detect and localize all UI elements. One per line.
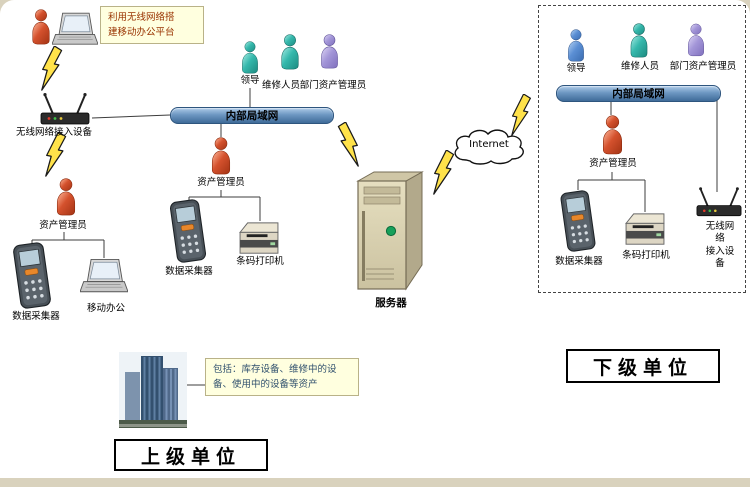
branch-wireless-router-label: 无线网络 接入设备 (705, 221, 735, 270)
hq-lan-bar: 内部局域网 (170, 107, 334, 124)
internet-label: Internet (469, 139, 509, 150)
branch-collector-label: 数据采集器 (555, 256, 603, 267)
branch-admin-label: 资产管理员 (589, 158, 637, 169)
hq-printer-label: 条码打印机 (236, 256, 284, 267)
branch-maintenance-icon (630, 23, 648, 58)
hq-field-admin-label: 资产管理员 (39, 220, 87, 231)
hq-maintenance-label: 维修人员 (261, 80, 301, 91)
branch-leader-label: 领导 (566, 63, 586, 74)
server-label: 服务器 (375, 297, 407, 309)
branch-maintenance-label: 维修人员 (620, 61, 660, 72)
hq-lan-admin-icon (211, 137, 231, 175)
hq-wireless-router-label: 无线网络接入设备 (15, 127, 93, 138)
hq-field-collector-label: 数据采集器 (12, 311, 60, 322)
branch-printer-icon (625, 213, 665, 245)
hq-mobile-laptop-icon (52, 12, 98, 45)
branch-dept-admin-label: 部门资产管理员 (669, 61, 737, 72)
hq-building-photo (119, 352, 187, 428)
hq-dept-admin-label: 部门资产管理员 (299, 80, 367, 91)
hq-wireless-router-icon (40, 92, 90, 125)
hq-unit-title: 上级单位 (114, 439, 268, 471)
branch-lan-bar: 内部局域网 (556, 85, 721, 102)
branch-unit-title: 下级单位 (566, 349, 720, 383)
hq-maintenance-icon (281, 34, 299, 70)
branch-wireless-router-icon (696, 186, 742, 217)
hq-wireless-note: 利用无线网络搭 建移动办公平台 (100, 6, 204, 45)
internet-cloud: Internet (450, 127, 528, 167)
branch-dept-admin-icon (687, 23, 705, 57)
branch-leader-icon (567, 29, 585, 62)
hq-leader-icon (241, 41, 259, 74)
hq-printer-icon (239, 222, 279, 254)
hq-assets-note: 包括：库存设备、维修中的设 备、使用中的设备等资产 (205, 358, 359, 397)
branch-printer-label: 条码打印机 (622, 250, 670, 261)
hq-leader-label: 领导 (240, 75, 260, 86)
branch-boundary-box (538, 5, 746, 293)
hq-lan-admin-label: 资产管理员 (197, 177, 245, 188)
hq-lan-collector-label: 数据采集器 (165, 266, 213, 277)
hq-dept-admin-icon (321, 34, 338, 69)
branch-admin-icon (602, 115, 623, 155)
hq-mobile-office-laptop-icon (80, 258, 128, 293)
hq-field-admin-icon (56, 178, 76, 216)
hq-mobile-office-label: 移动办公 (86, 303, 126, 314)
hq-mobile-user-icon (32, 9, 50, 45)
server-icon (357, 171, 423, 290)
